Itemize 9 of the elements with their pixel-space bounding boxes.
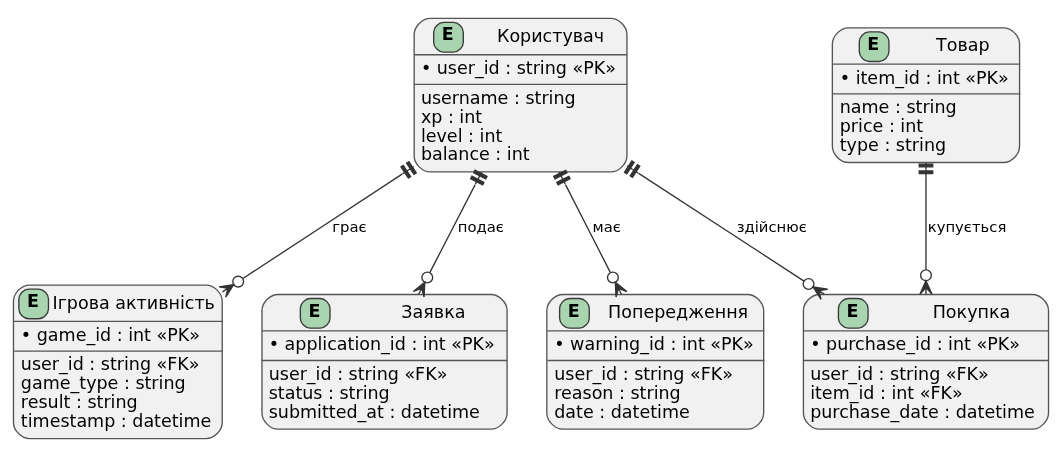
connector bbox=[412, 169, 488, 298]
connector bbox=[623, 160, 829, 301]
edge-label: має bbox=[592, 218, 621, 236]
edge-label: здійснює bbox=[736, 218, 807, 236]
connector bbox=[552, 169, 628, 298]
edge-label: грає bbox=[332, 218, 367, 236]
connector bbox=[218, 160, 418, 298]
edge-label: подає bbox=[457, 218, 504, 236]
edge-label: купується bbox=[927, 218, 1007, 236]
